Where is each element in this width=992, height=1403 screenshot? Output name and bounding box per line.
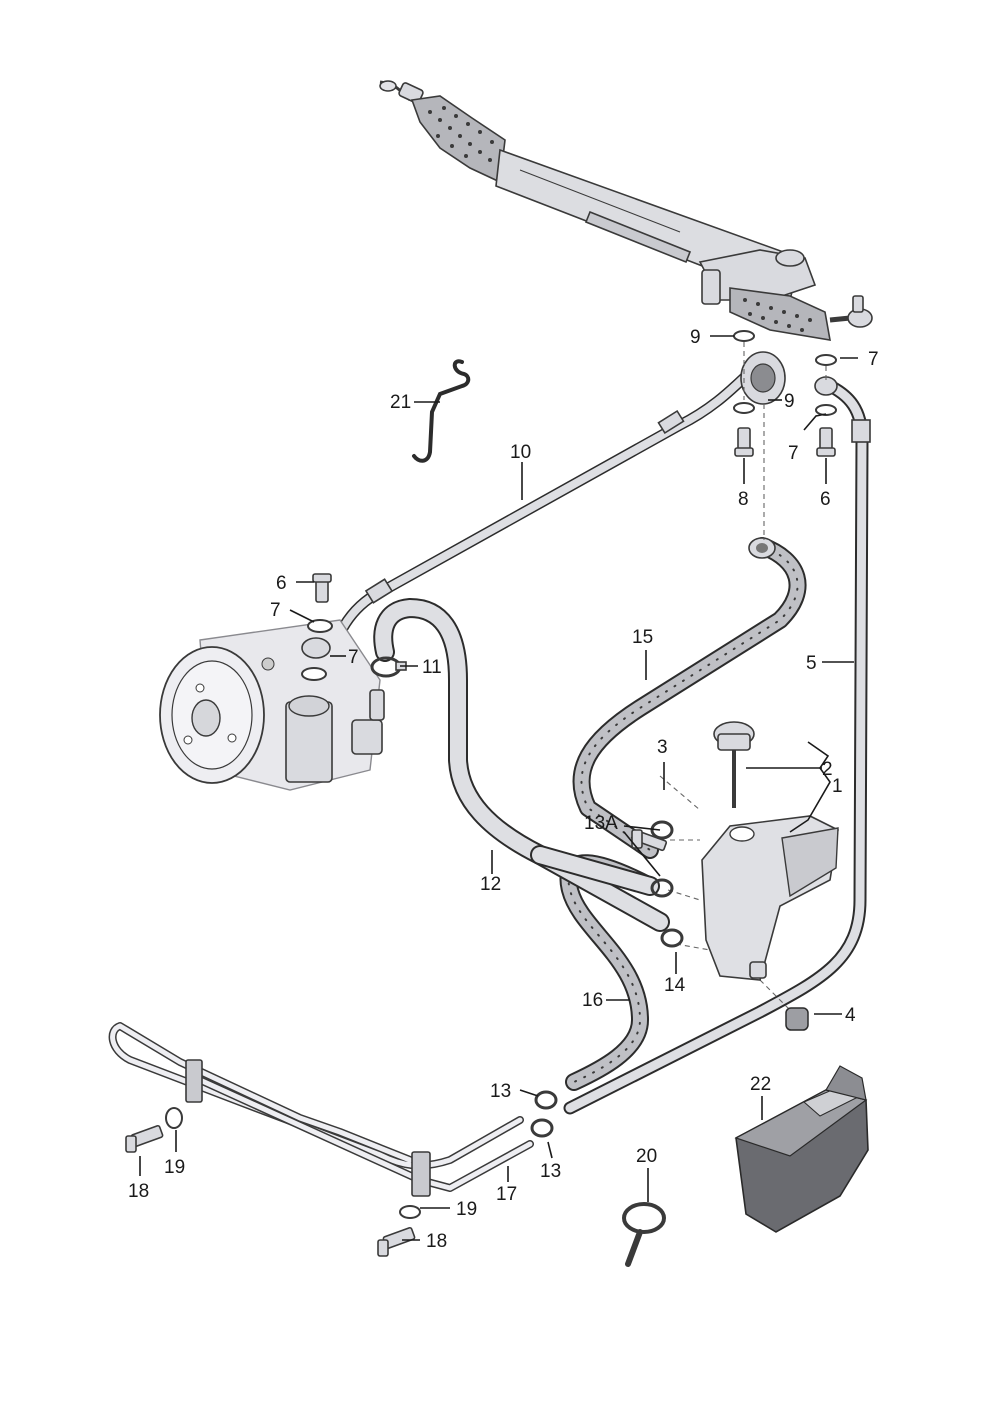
callout-16: 16 [582,990,603,1011]
callout-14: 14 [664,975,686,996]
part-3-bolt [631,829,668,852]
callout-1: 1 [832,776,843,797]
callout-9-bottom: 9 [784,391,795,412]
callout-labels: 1 2 3 4 5 6 6 7 7 7 7 8 9 9 10 11 12 13 … [128,327,879,1252]
rack-fitting-hardware [733,330,838,457]
power-steering-pump [159,619,385,791]
callout-19-bottom: 19 [456,1199,477,1220]
callout-6-rack: 6 [820,489,831,510]
part-21-clip [412,359,471,463]
part-4-cap [785,1007,809,1031]
callout-5: 5 [806,653,817,674]
callout-9-top: 9 [690,327,701,348]
steering-rack [379,80,873,341]
callout-7-rack-top: 7 [868,349,879,370]
part-1-reservoir [701,815,839,981]
callout-11: 11 [422,657,442,678]
callout-18-left: 18 [128,1181,149,1202]
callout-18-bottom: 18 [426,1231,447,1252]
banjo-fitting-rack [740,351,786,405]
callout-12: 12 [480,874,501,895]
callout-13-bottom: 13 [540,1161,561,1182]
part-15-hose [572,537,807,859]
callout-17: 17 [496,1184,517,1205]
callout-13A: 13A [584,813,618,834]
callout-13-top: 13 [490,1081,511,1102]
callout-7-rack-bottom: 7 [788,443,799,464]
callout-21: 21 [390,392,411,413]
part-5-return-line [563,377,871,1115]
callout-15: 15 [632,627,653,648]
callout-8: 8 [738,489,749,510]
leader-lines [139,335,858,1241]
callout-2: 2 [822,759,833,780]
callout-19-left: 19 [164,1157,185,1178]
callout-10: 10 [510,442,531,463]
pump-bolt-washers [301,573,333,681]
callout-20: 20 [636,1146,657,1167]
lower-clamps-13 [530,1090,558,1138]
reservoir-clamps [650,820,684,948]
part-12-hose [373,598,670,932]
callout-4: 4 [845,1005,856,1026]
bolts-18-washers-19 [125,1107,421,1257]
part-17-cooler-line [108,1022,534,1197]
part-20-hose-clamp [622,1202,666,1267]
part-22-cover [734,1065,869,1233]
callout-6-pump: 6 [276,573,287,594]
assembly-lines [659,342,827,1011]
part-2-cap-dipstick [713,721,755,808]
callout-3: 3 [657,737,668,758]
callout-7-pump-top: 7 [270,600,281,621]
callout-22: 22 [750,1074,771,1095]
callout-7-pump-bottom: 7 [348,647,359,668]
